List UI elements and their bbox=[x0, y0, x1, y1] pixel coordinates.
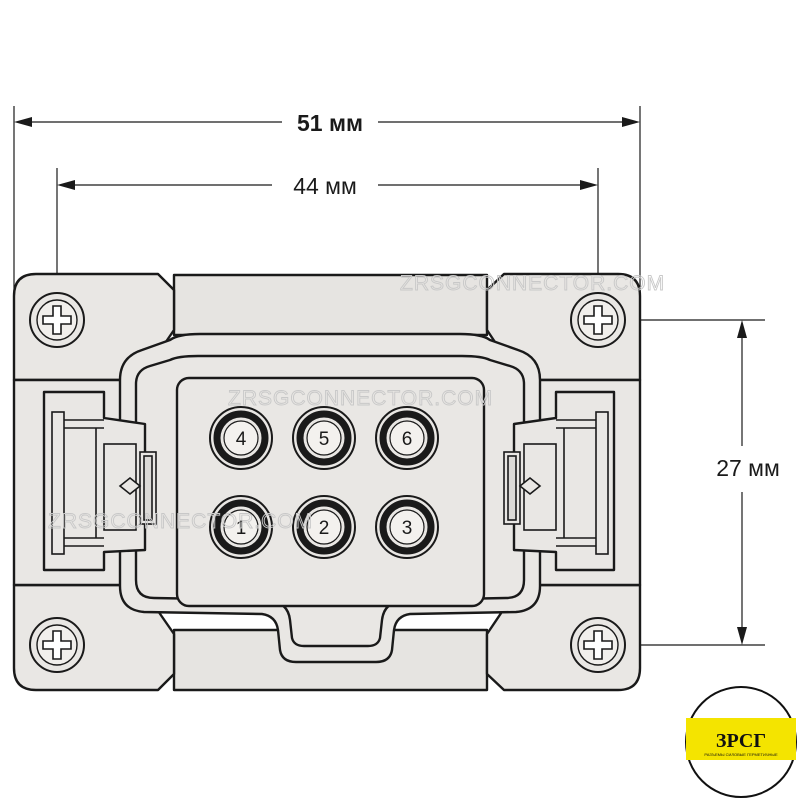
pin-label: 6 bbox=[402, 429, 413, 450]
logo-subtitle: РАЗЪЕМЫ СИЛОВЫЕ ГЕРМЕТИЧНЫЕ bbox=[704, 752, 778, 757]
brand-logo: ЗРСГ РАЗЪЕМЫ СИЛОВЫЕ ГЕРМЕТИЧНЫЕ bbox=[685, 686, 797, 798]
screw-bottom-left bbox=[29, 617, 85, 673]
pin-4: 4 bbox=[209, 406, 273, 470]
latch-left bbox=[51, 411, 157, 555]
pin-6: 6 bbox=[375, 406, 439, 470]
watermark-middle: ZRSGCONNECTOR.COM bbox=[228, 387, 493, 410]
pin-label: 4 bbox=[236, 429, 247, 450]
latch-right bbox=[503, 411, 609, 555]
screw-bottom-right bbox=[570, 617, 626, 673]
pin-2: 2 bbox=[292, 495, 356, 559]
logo-title: ЗРСГ bbox=[716, 730, 766, 752]
pin-1: 1 bbox=[209, 495, 273, 559]
dimension-lines bbox=[13, 106, 765, 646]
dimension-arrows bbox=[14, 117, 747, 645]
watermark-bottom: ZRSGCONNECTOR.COM bbox=[48, 510, 313, 533]
pin-label: 1 bbox=[236, 518, 247, 539]
screw-top-right bbox=[570, 292, 626, 348]
pin-label: 5 bbox=[319, 429, 330, 450]
watermark-top: ZRSGCONNECTOR.COM bbox=[400, 272, 665, 295]
dimension-width-outer: 51 мм bbox=[297, 110, 363, 136]
dimension-width-inner: 44 мм bbox=[293, 173, 357, 199]
dimension-height-mount: 27 мм bbox=[716, 455, 780, 481]
screw-top-left bbox=[29, 292, 85, 348]
pin-label: 2 bbox=[319, 518, 330, 539]
pin-label: 3 bbox=[402, 518, 413, 539]
pin-5: 5 bbox=[292, 406, 356, 470]
pin-3: 3 bbox=[375, 495, 439, 559]
